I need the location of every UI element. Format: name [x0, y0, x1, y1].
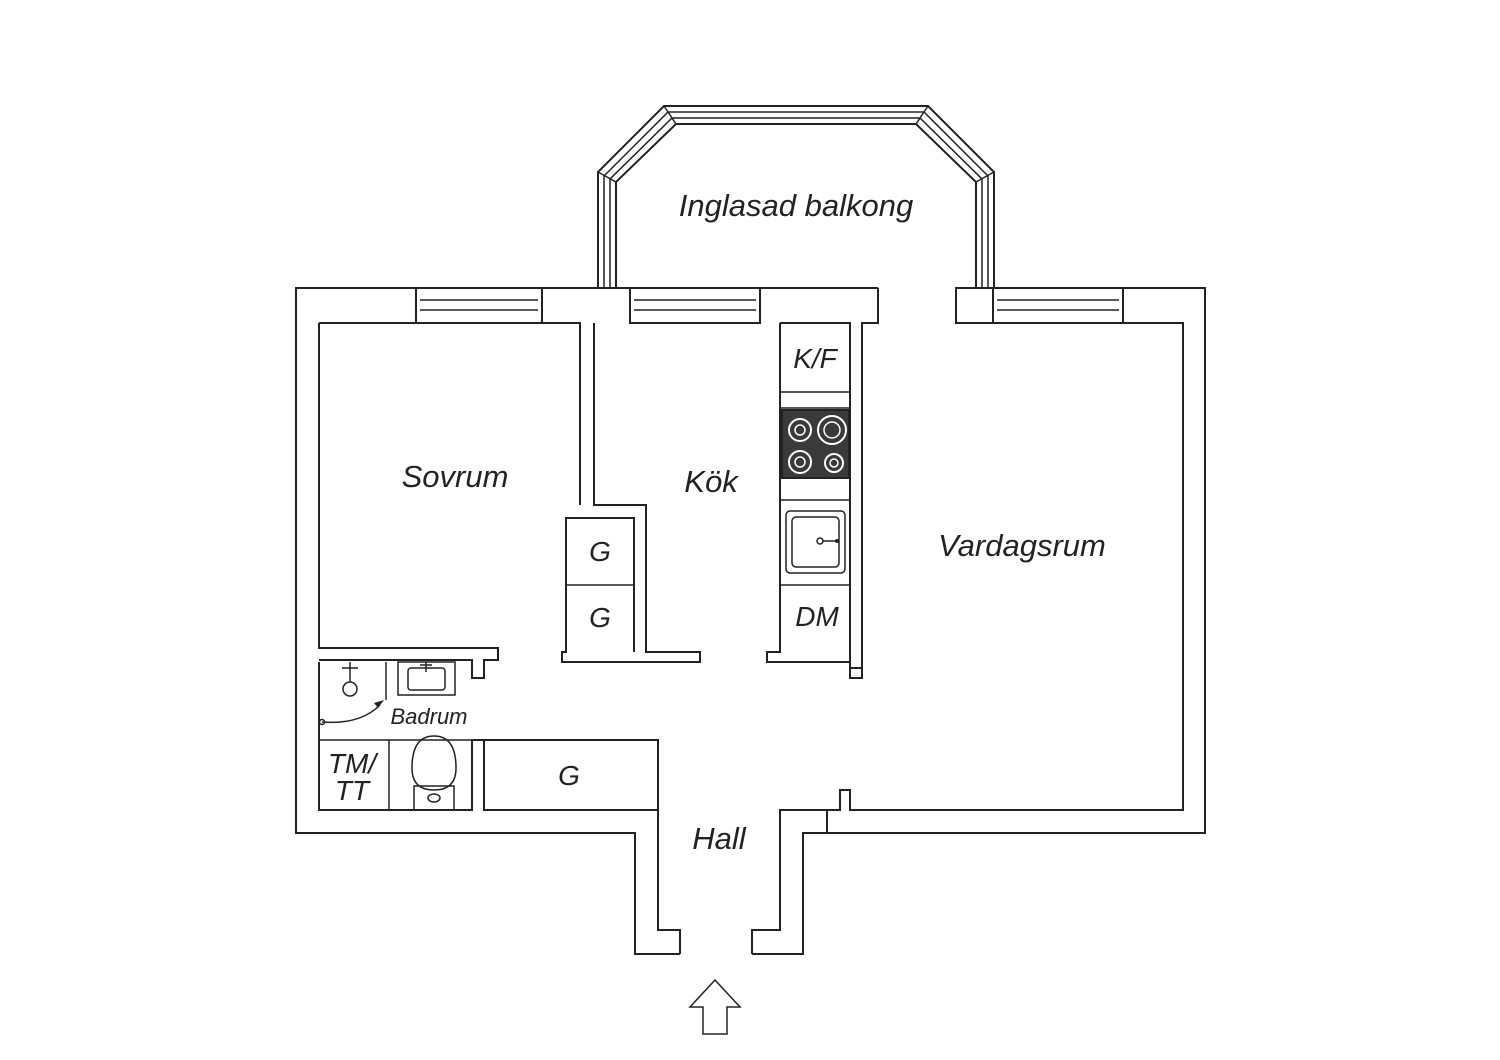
balcony-label: Inglasad balkong: [679, 188, 913, 223]
washer-dryer-label: TT: [335, 775, 371, 806]
shower-icon: [318, 662, 387, 726]
wardrobe-label: G: [589, 602, 611, 633]
washbasin-icon: [397, 661, 456, 696]
fridge-freezer-label: K/F: [793, 343, 838, 374]
washer-dryer-label: TM/: [328, 748, 379, 779]
windows: [415, 287, 1124, 324]
outer-walls: [295, 287, 1206, 955]
hall-label: Hall: [692, 821, 747, 856]
bathroom-label: Badrum: [390, 704, 467, 729]
stove-icon: [781, 409, 850, 479]
kitchen-walls: [561, 322, 863, 679]
hall-wardrobe-label: G: [558, 760, 580, 791]
dishwasher-label: DM: [795, 601, 839, 632]
kitchen-label: Kök: [684, 464, 739, 499]
wardrobe-label: G: [589, 536, 611, 567]
living-room-label: Vardagsrum: [938, 528, 1106, 563]
toilet-icon: [411, 735, 457, 811]
bathroom-fixtures: [318, 661, 472, 811]
bedroom-label: Sovrum: [402, 459, 509, 494]
arrow-up-icon: [688, 978, 742, 1035]
sink-icon: [785, 510, 846, 574]
balcony-glazing: [597, 105, 995, 288]
